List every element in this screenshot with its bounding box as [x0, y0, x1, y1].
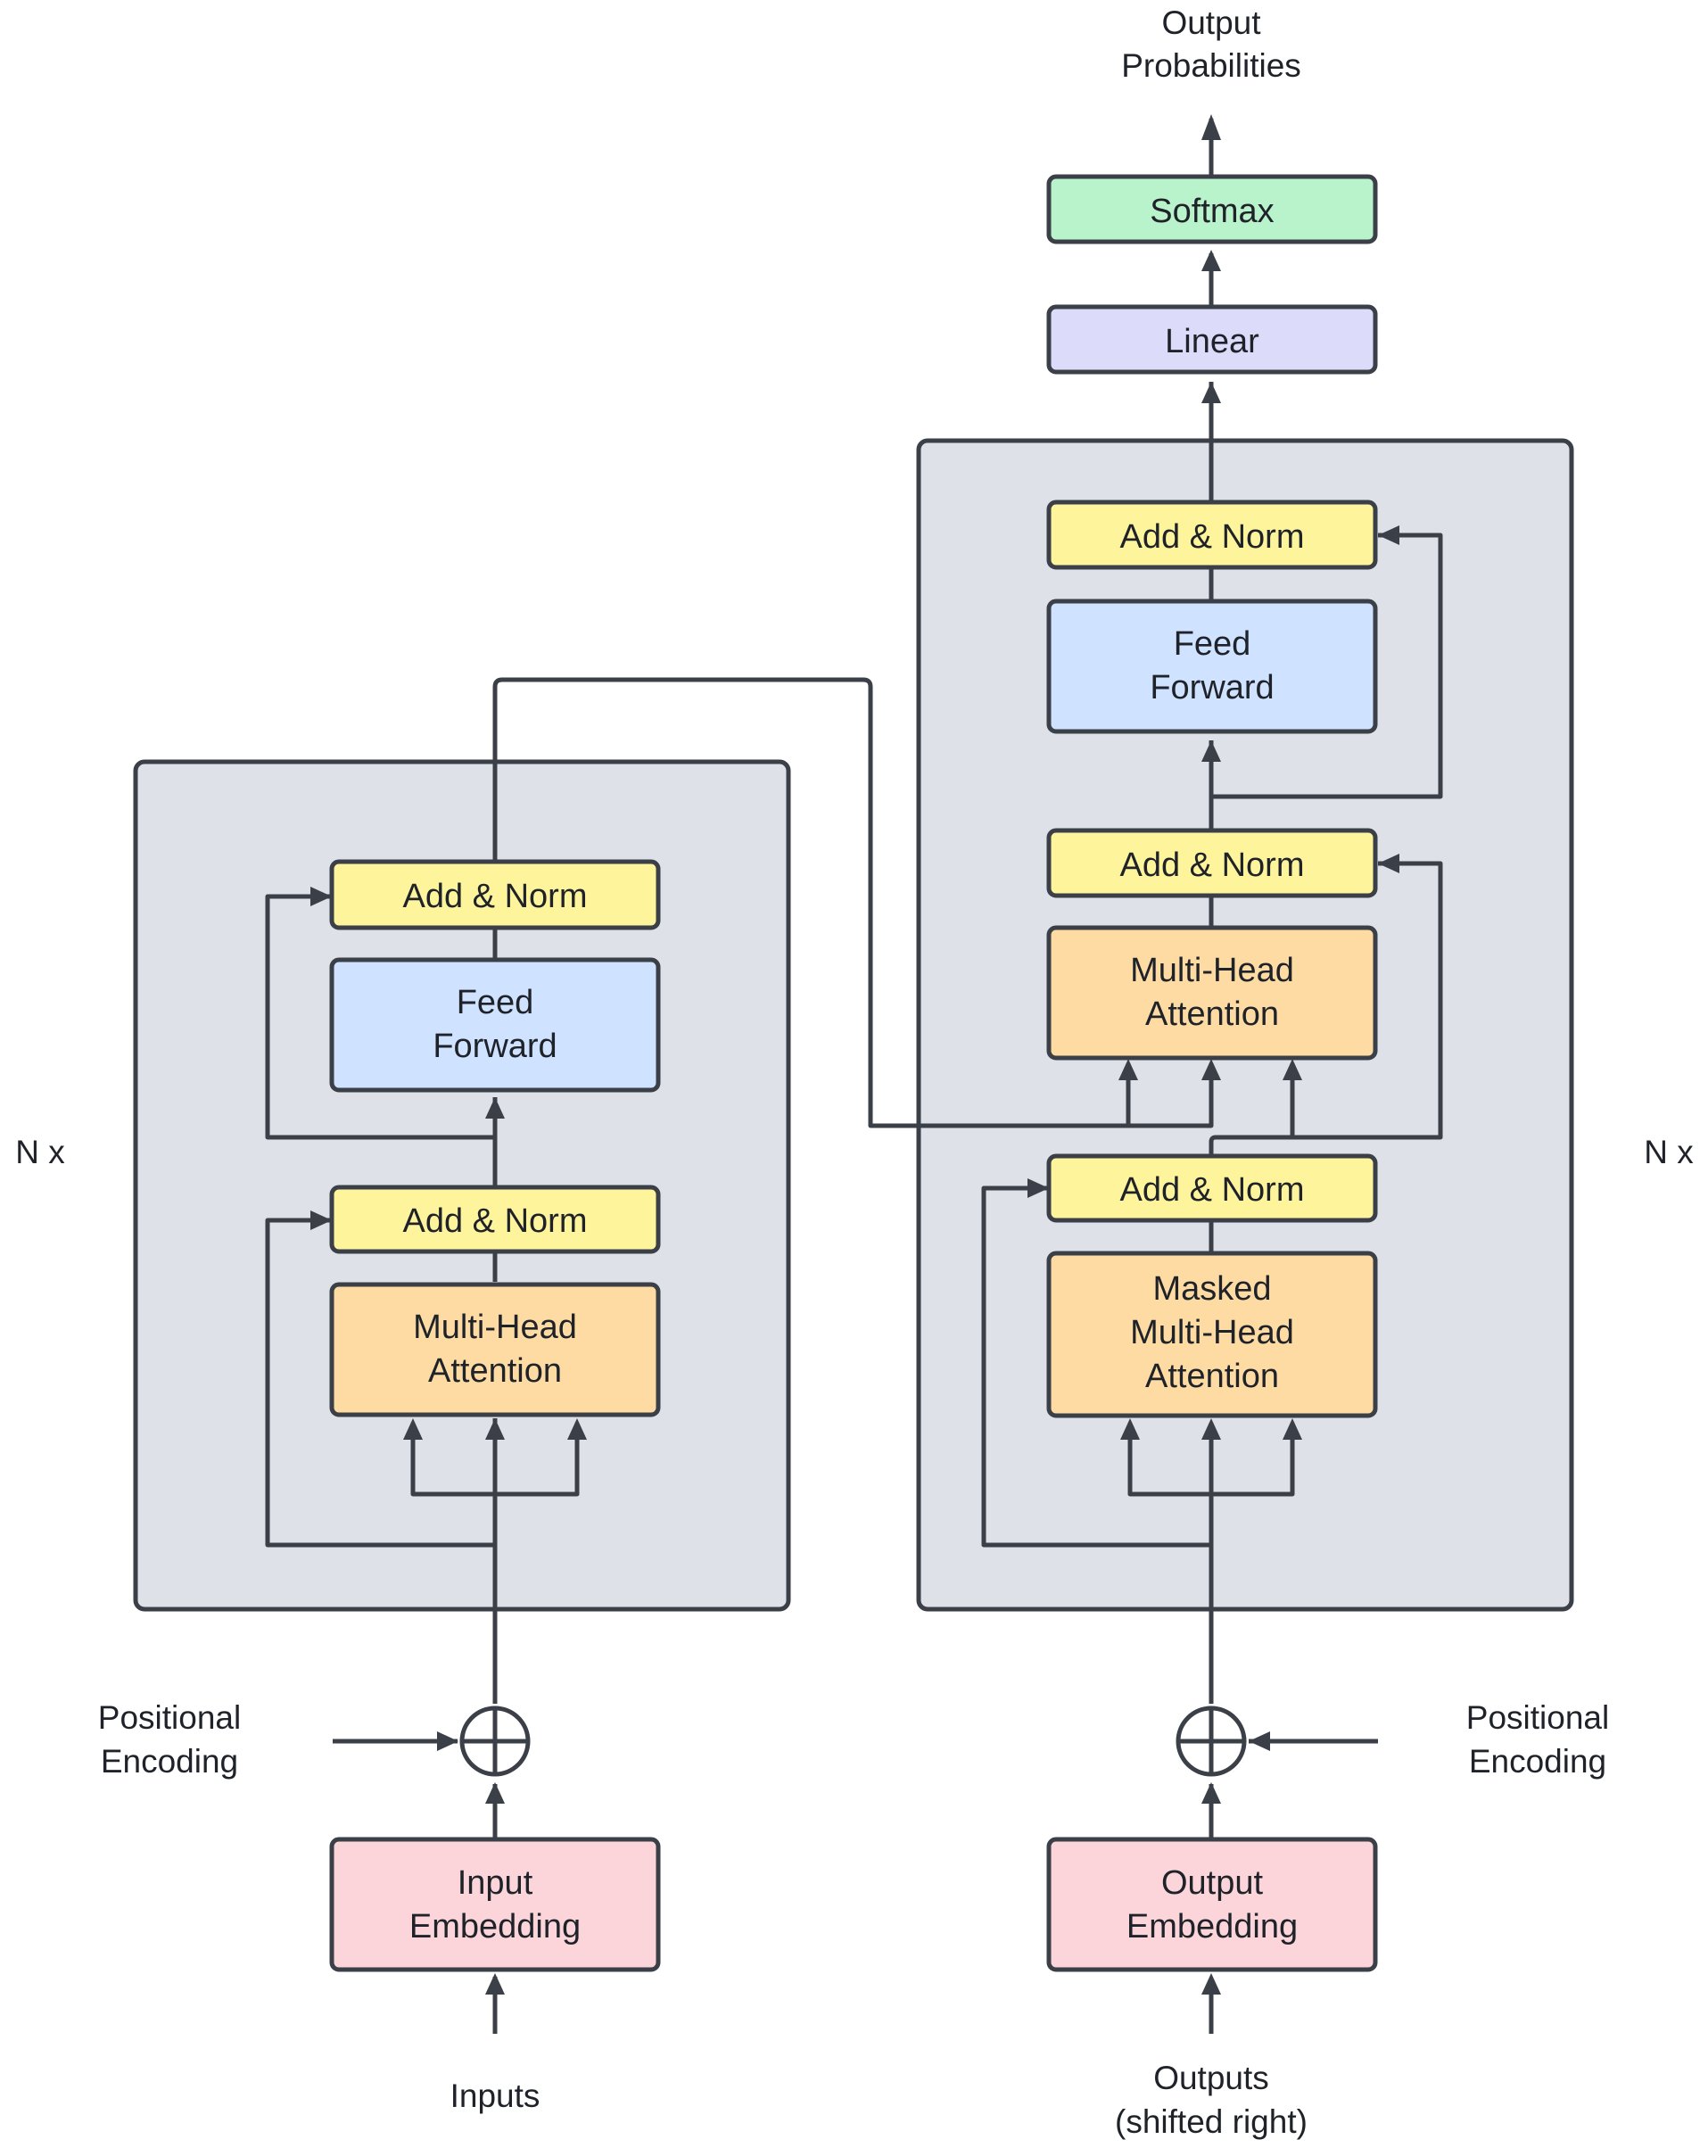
arrowhead-dec-ff: [1201, 740, 1221, 762]
output-probabilities-label-1: Output: [1161, 4, 1261, 41]
arrowhead-dec-residual-3: [1378, 525, 1399, 545]
enc-positional-encoding-label-2: Encoding: [101, 1743, 238, 1780]
arrowhead-dec-cross-v: [1283, 1059, 1302, 1080]
decoder-add-norm-bottom: Add & Norm: [1046, 1153, 1378, 1223]
dec-positional-add: [1176, 1706, 1247, 1777]
arrowhead-dec-to-add: [1201, 1782, 1221, 1804]
wire-enc-q: [410, 1423, 495, 1497]
wire-dec-residual-1: [981, 1185, 1211, 1548]
wire-dec-residual-3: [1211, 533, 1443, 799]
output-probabilities-label-2: Probabilities: [1121, 47, 1301, 84]
arrowhead-enc-attn-q: [403, 1418, 423, 1440]
arrowhead-enc-residual-2: [310, 887, 332, 906]
arrowhead-enc-ff: [485, 1097, 505, 1119]
decoder-add-norm-bottom-label: Add & Norm: [1120, 1171, 1305, 1209]
input-embedding-label-2: Embedding: [409, 1908, 581, 1945]
arrowhead-enc-attn-v: [567, 1418, 587, 1440]
arrowhead-enc-posenc: [437, 1731, 458, 1751]
linear-block: Linear: [1046, 304, 1378, 375]
encoder-feed-forward: Feed Forward: [329, 957, 661, 1093]
decoder-repeat-label: N x: [1644, 1134, 1694, 1170]
encoder-repeat-label: N x: [15, 1134, 65, 1170]
encoder-add-norm-top-label: Add & Norm: [403, 878, 588, 915]
arrowhead-linear: [1201, 382, 1221, 403]
wire-encoder-output: [492, 677, 1131, 1128]
encoder-attention-label-2: Attention: [428, 1352, 562, 1390]
arrowhead-dec-masked-q: [1120, 1418, 1140, 1440]
decoder-feed-forward: Feed Forward: [1046, 599, 1378, 734]
output-embedding-label-1: Output: [1161, 1864, 1264, 1902]
outputs-label-2: (shifted right): [1115, 2103, 1308, 2140]
output-embedding-label-2: Embedding: [1126, 1908, 1298, 1945]
encoder-feed-forward-label-2: Forward: [433, 1028, 557, 1065]
wire-enc-residual-2: [265, 894, 495, 1140]
encoder-feed-forward-label-1: Feed: [457, 984, 534, 1021]
decoder-add-norm-top-label: Add & Norm: [1120, 518, 1305, 556]
encoder-add-norm-top: Add & Norm: [329, 859, 661, 930]
enc-positional-encoding-label-1: Positional: [98, 1699, 241, 1736]
decoder-feed-forward-label-2: Forward: [1150, 669, 1274, 706]
arrowhead-dec-residual-2: [1378, 854, 1399, 873]
wire-enc-v: [495, 1423, 580, 1497]
wire-encoder-output-k: [1128, 1063, 1214, 1128]
arrowhead-dec-residual-1: [1027, 1178, 1049, 1198]
outputs-label-1: Outputs: [1153, 2060, 1269, 2096]
arrowhead-output: [1201, 114, 1221, 140]
encoder-add-norm-bottom-label: Add & Norm: [403, 1202, 588, 1240]
decoder-cross-attention-label-1: Multi-Head: [1130, 952, 1294, 989]
arrowhead-dec-masked-k: [1201, 1418, 1221, 1440]
wire-dec-masked-v: [1211, 1423, 1295, 1497]
encoder-add-norm-bottom: Add & Norm: [329, 1185, 661, 1254]
arrowhead-dec-masked-v: [1283, 1418, 1302, 1440]
wire-dec-masked-q: [1127, 1423, 1211, 1497]
decoder-masked-attention-label-3: Attention: [1145, 1358, 1279, 1395]
decoder-masked-attention-label-1: Masked: [1152, 1270, 1271, 1308]
decoder-masked-attention-label-2: Multi-Head: [1130, 1314, 1294, 1351]
encoder-multi-head-attention: Multi-Head Attention: [329, 1282, 661, 1417]
decoder-cross-attention: Multi-Head Attention: [1046, 925, 1378, 1061]
decoder-cross-attention-label-2: Attention: [1145, 995, 1279, 1033]
dec-positional-encoding-label-1: Positional: [1466, 1699, 1609, 1736]
decoder-add-norm-middle-label: Add & Norm: [1120, 847, 1305, 884]
decoder-masked-attention: Masked Multi-Head Attention: [1046, 1251, 1378, 1418]
decoder-add-norm-top: Add & Norm: [1046, 500, 1378, 570]
arrowhead-enc-attn-k: [485, 1418, 505, 1440]
enc-positional-add: [459, 1706, 531, 1777]
softmax-label: Softmax: [1150, 193, 1274, 230]
arrowhead-enc-to-add: [485, 1782, 505, 1804]
output-embedding: Output Embedding: [1046, 1837, 1378, 1972]
inputs-label: Inputs: [450, 2078, 540, 2114]
input-embedding: Input Embedding: [329, 1837, 661, 1972]
arrowhead-dec-cross-k: [1201, 1059, 1221, 1080]
arrowheads: [310, 114, 1399, 1995]
decoder-add-norm-middle: Add & Norm: [1046, 828, 1378, 898]
wire-enc-residual-1: [265, 1218, 495, 1548]
dec-positional-encoding-label-2: Encoding: [1469, 1743, 1606, 1780]
arrowhead-dec-posenc: [1249, 1731, 1270, 1751]
linear-label: Linear: [1165, 323, 1259, 360]
wire-dec-residual-2: [1292, 861, 1443, 1140]
arrowhead-softmax: [1201, 250, 1221, 271]
connectors: [265, 119, 1443, 2034]
input-embedding-label-1: Input: [458, 1864, 533, 1902]
arrowhead-inputs: [485, 1973, 505, 1995]
arrowhead-outputs: [1201, 1973, 1221, 1995]
softmax-block: Softmax: [1046, 174, 1378, 244]
wire-dec-query: [1209, 1063, 1295, 1156]
arrowhead-enc-residual-1: [310, 1210, 332, 1230]
arrowhead-dec-cross-q: [1118, 1059, 1138, 1080]
decoder-feed-forward-label-1: Feed: [1174, 625, 1251, 663]
encoder-attention-label-1: Multi-Head: [413, 1309, 577, 1346]
